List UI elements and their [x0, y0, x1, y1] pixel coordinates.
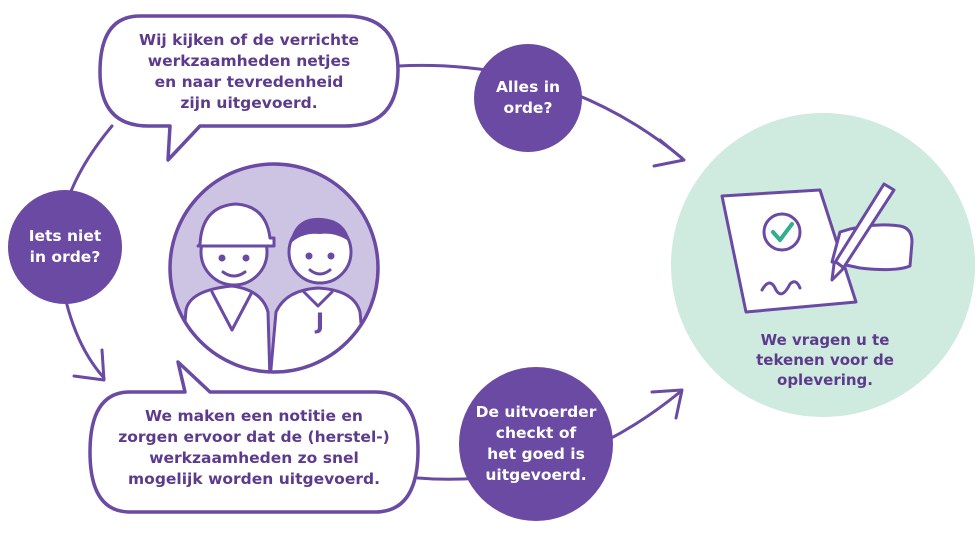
alles-in-orde-text: Alles in orde? — [495, 78, 561, 117]
check-icon — [762, 212, 802, 252]
final-step-text: We vragen u te tekenen voor de opleverin… — [756, 331, 894, 389]
bottom-bubble-text: We maken een notitie en zorgen ervoor da… — [118, 407, 390, 488]
alles-in-orde-circle — [474, 44, 582, 152]
pen-icon — [830, 182, 896, 282]
signature-line — [760, 280, 802, 296]
shirt-letter: J — [315, 310, 325, 335]
uitvoerder-text: De uitvoerder checkt of het goed is uitg… — [475, 403, 597, 484]
top-bubble-text: Wij kijken of de verrichte werkzaamheden… — [138, 31, 360, 112]
document-icon — [720, 188, 858, 314]
iets-niet-in-orde-text: Iets niet in orde? — [28, 227, 102, 266]
uitvoerder-circle — [459, 367, 613, 521]
signing-illustration — [720, 182, 914, 314]
people-illustration — [168, 162, 380, 374]
bottom-speech-bubble — [88, 360, 420, 514]
iets-niet-in-orde-circle — [8, 190, 122, 304]
top-speech-bubble — [98, 14, 400, 162]
worker-helmet-icon — [196, 202, 276, 248]
